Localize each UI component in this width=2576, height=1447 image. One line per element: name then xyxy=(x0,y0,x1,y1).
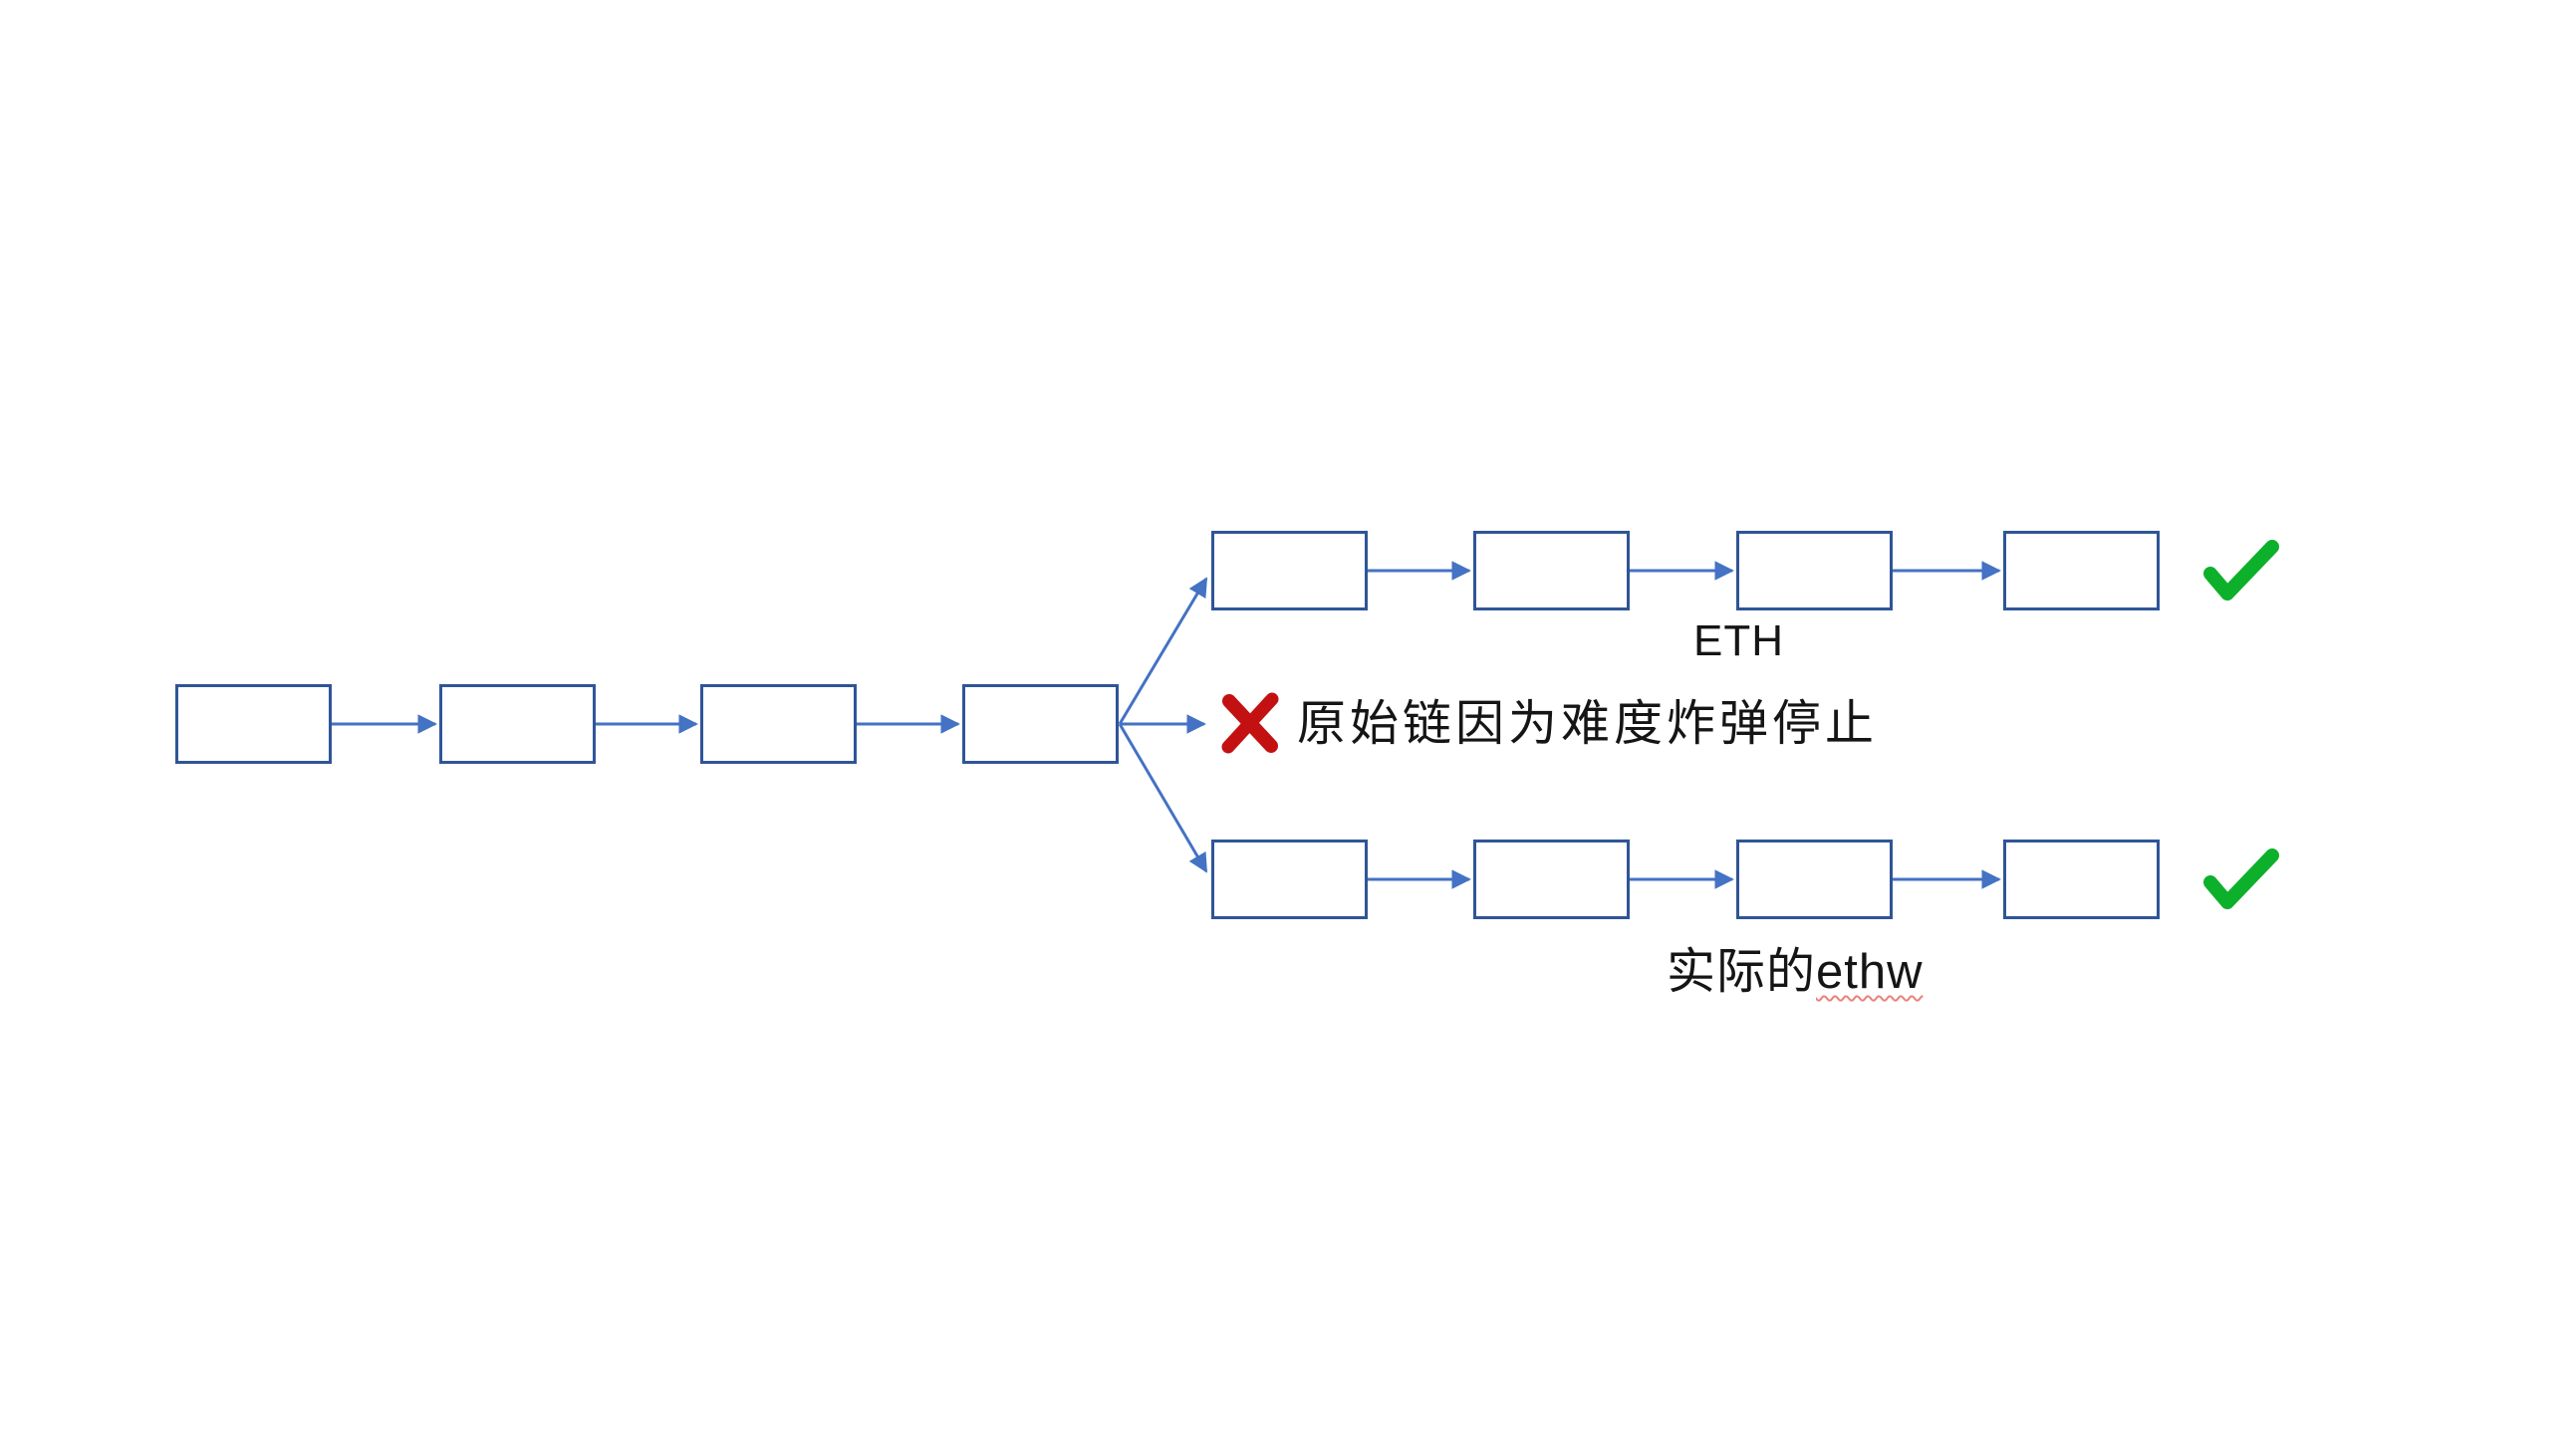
block-eth-3 xyxy=(1736,531,1893,610)
block-main-2 xyxy=(439,684,596,764)
original-chain-stopped-label: 原始链因为难度炸弹停止 xyxy=(1297,697,1879,751)
block-main-3 xyxy=(700,684,857,764)
green-check-icon xyxy=(2203,540,2279,601)
block-ethw-4 xyxy=(2003,840,2160,919)
block-eth-4 xyxy=(2003,531,2160,610)
ethw-label-chinese: 实际的 xyxy=(1667,945,1817,999)
ethw-label-latin: ethw xyxy=(1816,945,1924,999)
eth-branch-label: ETH xyxy=(1693,616,1784,665)
fork-arrow-to-ethw xyxy=(1118,723,1208,873)
block-main-1 xyxy=(175,684,332,764)
block-eth-2 xyxy=(1473,531,1630,610)
block-ethw-1 xyxy=(1211,840,1368,919)
block-eth-1 xyxy=(1211,531,1368,610)
green-check-icon xyxy=(2203,848,2279,909)
ethw-branch-label: 实际的ethw xyxy=(1667,944,1924,1000)
block-ethw-2 xyxy=(1473,840,1630,919)
fork-arrow-to-eth xyxy=(1118,577,1208,725)
block-ethw-3 xyxy=(1736,840,1893,919)
red-x-icon xyxy=(1221,692,1279,754)
block-main-4 xyxy=(962,684,1119,764)
